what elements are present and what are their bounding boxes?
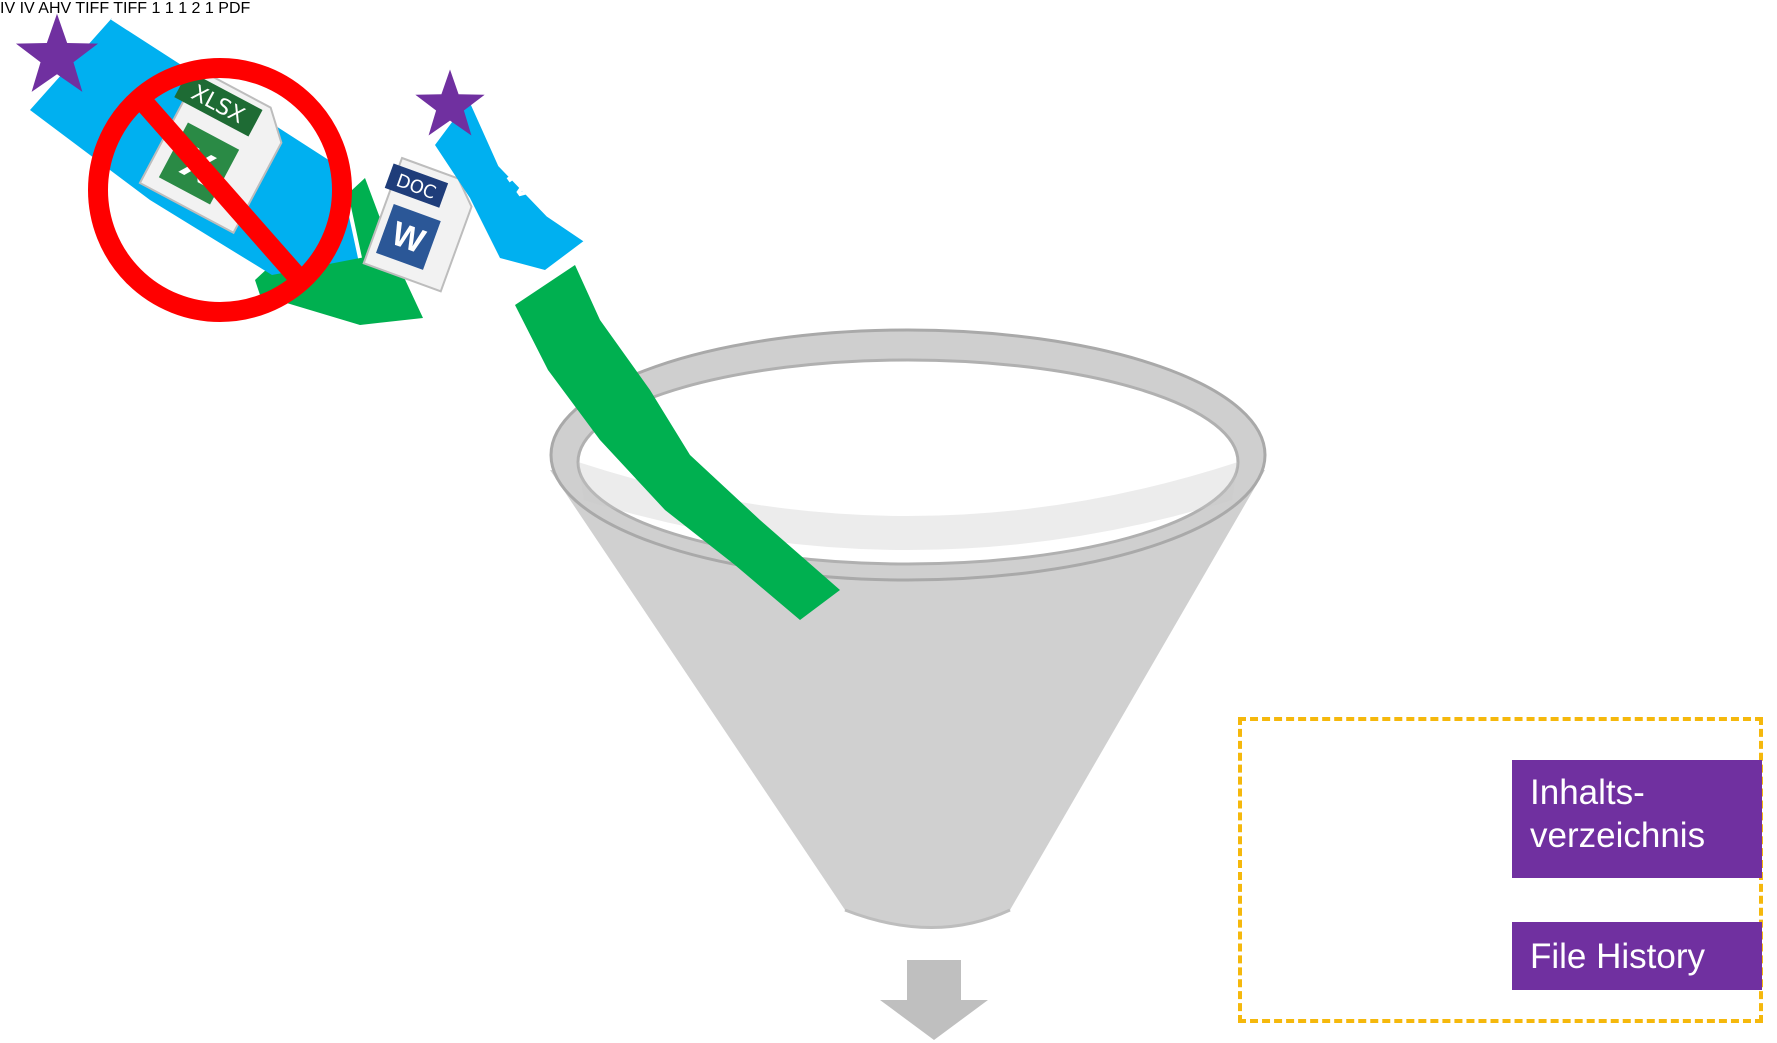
file-history-tag: File History [1512,922,1762,990]
output-down-arrow [880,960,988,1040]
toc-tag: Inhalts- verzeichnis [1512,760,1762,878]
